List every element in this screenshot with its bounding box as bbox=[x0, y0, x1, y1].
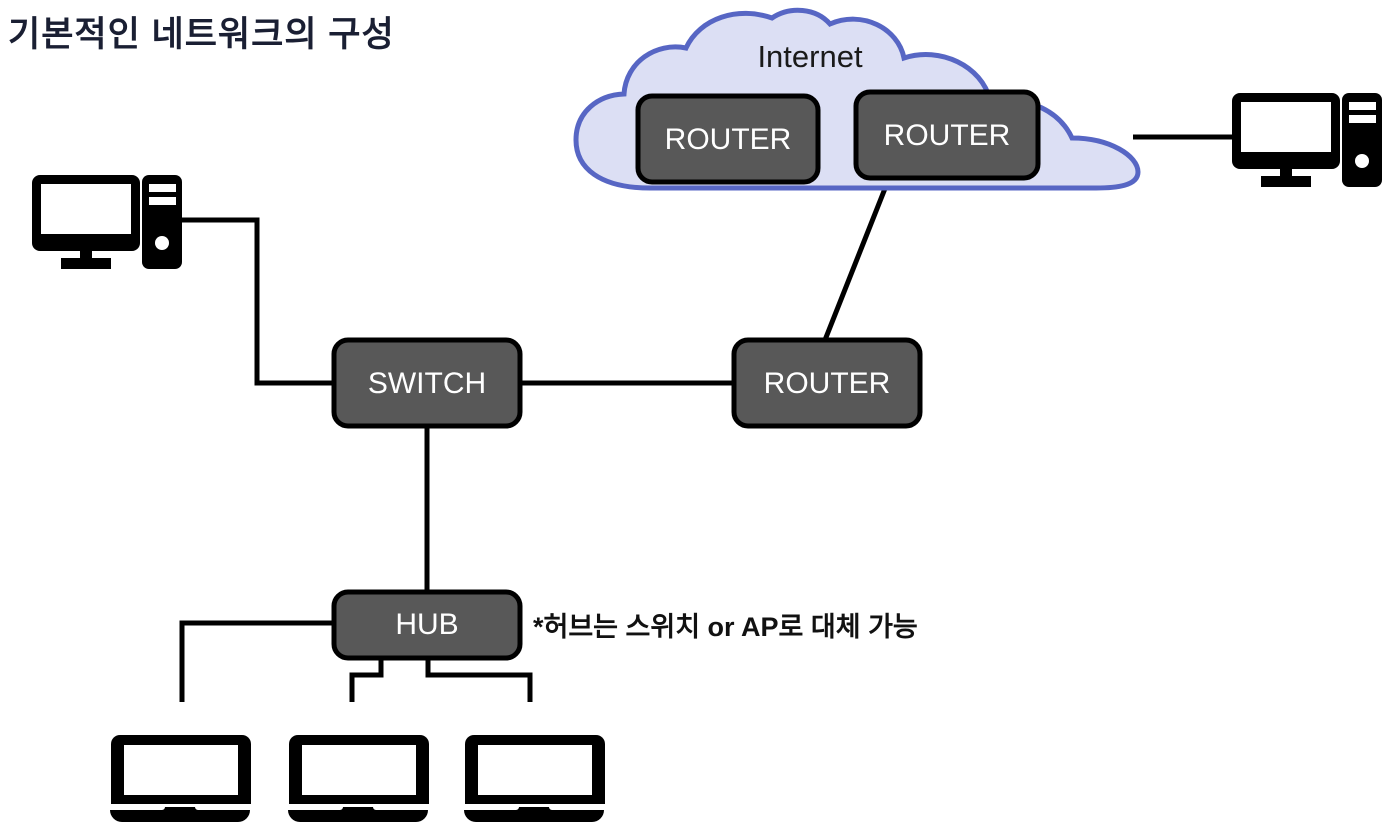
hub-node[interactable]: HUB bbox=[331, 589, 523, 661]
cloud-router-left-box bbox=[635, 93, 821, 185]
laptop-2-screen bbox=[302, 745, 416, 795]
link-hub-to-laptop-2 bbox=[349, 656, 384, 702]
desktop-left-tower-slot-1 bbox=[149, 184, 176, 192]
desktop-right-tower-slot-2 bbox=[1349, 115, 1376, 123]
cloud-router-left[interactable]: ROUTER bbox=[635, 93, 821, 185]
hub-replacement-note: *허브는 스위치 or AP로 대체 가능 bbox=[533, 612, 918, 642]
laptop-1[interactable] bbox=[110, 735, 251, 822]
switch-label: SWITCH bbox=[368, 367, 486, 400]
cloud-router-right[interactable]: ROUTER bbox=[853, 89, 1041, 181]
desktop-right-monitor-neck bbox=[1280, 169, 1292, 179]
desktop-left-tower-button bbox=[155, 236, 169, 250]
laptop-2[interactable] bbox=[288, 735, 429, 822]
laptop-1-base bbox=[110, 807, 250, 822]
internet-cloud[interactable]: Internet ROUTER ROUTER bbox=[573, 7, 1141, 191]
cloud-label: Internet bbox=[757, 39, 863, 74]
laptop-3-screen bbox=[478, 745, 592, 795]
router-edge-label: ROUTER bbox=[764, 367, 891, 400]
laptop-3-base bbox=[464, 807, 604, 822]
desktop-left-monitor-neck bbox=[80, 251, 92, 261]
desktop-left-screen bbox=[41, 184, 131, 234]
desktop-left-tower-slot-2 bbox=[149, 197, 176, 205]
laptop-2-base bbox=[288, 807, 428, 822]
switch-box bbox=[331, 337, 523, 429]
link-hub-to-laptop-3 bbox=[425, 656, 533, 702]
cloud-router-left-label: ROUTER bbox=[665, 123, 792, 156]
router-edge-box bbox=[731, 337, 923, 429]
connection-lines bbox=[179, 134, 1236, 702]
link-desktop-left-to-switch bbox=[182, 217, 340, 386]
cloud-router-right-label: ROUTER bbox=[884, 119, 1011, 152]
desktop-right-tower-slot-1 bbox=[1349, 102, 1376, 110]
desktop-right-tower-button bbox=[1355, 154, 1369, 168]
router-edge-node[interactable]: ROUTER bbox=[731, 337, 923, 429]
desktop-left[interactable] bbox=[32, 175, 182, 269]
page-title: 기본적인 네트워크의 구성 bbox=[8, 15, 395, 54]
desktop-right-monitor-base bbox=[1261, 176, 1311, 187]
switch-node[interactable]: SWITCH bbox=[331, 337, 523, 429]
cloud-router-right-box bbox=[853, 89, 1041, 181]
hub-box bbox=[331, 589, 523, 661]
desktop-right[interactable] bbox=[1232, 93, 1382, 187]
desktop-left-monitor-base bbox=[61, 258, 111, 269]
hub-label: HUB bbox=[395, 608, 458, 641]
link-hub-to-laptop-1 bbox=[179, 620, 340, 702]
laptop-1-screen bbox=[124, 745, 238, 795]
link-router-to-cloud bbox=[820, 185, 889, 346]
laptop-3[interactable] bbox=[464, 735, 605, 822]
desktop-right-screen bbox=[1241, 102, 1331, 152]
